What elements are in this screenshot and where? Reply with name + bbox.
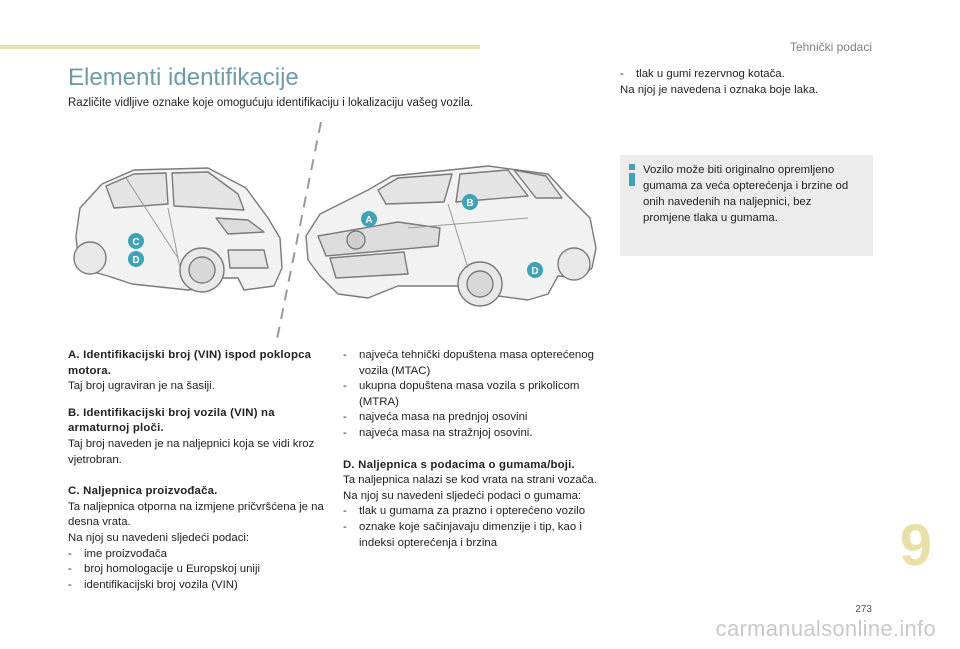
car-rear-view — [73, 167, 283, 293]
svg-text:C: C — [132, 237, 139, 248]
column-left: A. Identifikacijski broj (VIN) ispod pok… — [68, 348, 330, 604]
item-d-text1: Ta naljepnica nalazi se kod vrata na str… — [343, 474, 597, 487]
car-front-view — [305, 165, 597, 307]
column-right: -tlak u gumi rezervnog kotača. Na njoj j… — [620, 67, 874, 98]
list-item: -najveća masa na stražnjoj osovini. — [343, 426, 533, 439]
svg-text:A: A — [365, 215, 372, 226]
list-item: -oznake koje sačinjavaju dimenzije i tip… — [343, 520, 582, 549]
list-item: -identifikacijski broj vozila (VIN) — [68, 578, 238, 591]
list-item: -ukupna dopuštena masa vozila s prikolic… — [343, 380, 580, 408]
item-b-title: B. Identifikacijski broj vozila (VIN) na… — [68, 406, 275, 435]
watermark: carmanualsonline.info — [715, 616, 936, 641]
svg-text:D: D — [132, 255, 139, 266]
item-d: D. Naljepnica s podacima o gumama/boji. … — [343, 458, 605, 552]
item-d-text3: Na njoj je navedena i oznaka boje laka. — [620, 83, 819, 96]
list-item: -tlak u gumama za prazno i opterećeno vo… — [343, 505, 586, 518]
item-c-text2: Na njoj su navedeni sljedeći podaci: — [68, 531, 250, 544]
section-label: Tehnički podaci — [789, 40, 872, 54]
item-c-continued: -najveća tehnički dopuštena masa optereć… — [343, 348, 605, 442]
item-b: B. Identifikacijski broj vozila (VIN) na… — [68, 406, 330, 468]
item-d-text2: Na njoj su navedeni sljedeći podaci o gu… — [343, 489, 582, 502]
column-middle: -najveća tehnički dopuštena masa optereć… — [343, 348, 605, 562]
item-a-text: Taj broj ugraviran je na šasiji. — [68, 380, 215, 393]
list-item: -ime proizvođača — [68, 547, 167, 560]
item-a-title: A. Identifikacijski broj (VIN) ispod pok… — [68, 349, 312, 377]
marker-c: C — [128, 233, 144, 249]
item-c-text1: Ta naljepnica otporna na izmjene pričvrš… — [68, 500, 324, 529]
item-c-title: C. Naljepnica proizvođača. — [68, 485, 218, 498]
chapter-number: 9 — [899, 513, 932, 578]
marker-d-left: D — [128, 251, 144, 267]
item-a: A. Identifikacijski broj (VIN) ispod pok… — [68, 348, 330, 395]
marker-b: B — [462, 194, 478, 210]
info-icon — [629, 164, 635, 186]
list-item: -najveća masa na prednjoj osovini — [343, 411, 528, 424]
svg-text:D: D — [531, 266, 538, 277]
marker-d-right: D — [527, 262, 543, 278]
marker-a: A — [361, 211, 377, 227]
page-title: Elementi identifikacije — [68, 64, 299, 91]
intro-text: Različite vidljive oznake koje omogućuju… — [68, 97, 474, 109]
item-c: C. Naljepnica proizvođača. Ta naljepnica… — [68, 484, 330, 593]
info-text: Vozilo može biti originalno opremljeno g… — [643, 164, 849, 224]
list-item: -najveća tehnički dopuštena masa optereć… — [343, 349, 594, 377]
svg-text:B: B — [466, 198, 473, 209]
info-box: Vozilo može biti originalno opremljeno g… — [620, 155, 873, 256]
page-number: 273 — [855, 604, 872, 615]
vehicle-illustration: C D A B D — [73, 121, 597, 345]
item-b-text: Taj broj naveden je na naljepnici koja s… — [68, 437, 315, 466]
header-rule — [0, 45, 480, 49]
item-d-title: D. Naljepnica s podacima o gumama/boji. — [343, 458, 575, 471]
list-item: -tlak u gumi rezervnog kotača. — [620, 68, 785, 80]
list-item: -broj homologacije u Europskoj uniji — [68, 563, 261, 576]
